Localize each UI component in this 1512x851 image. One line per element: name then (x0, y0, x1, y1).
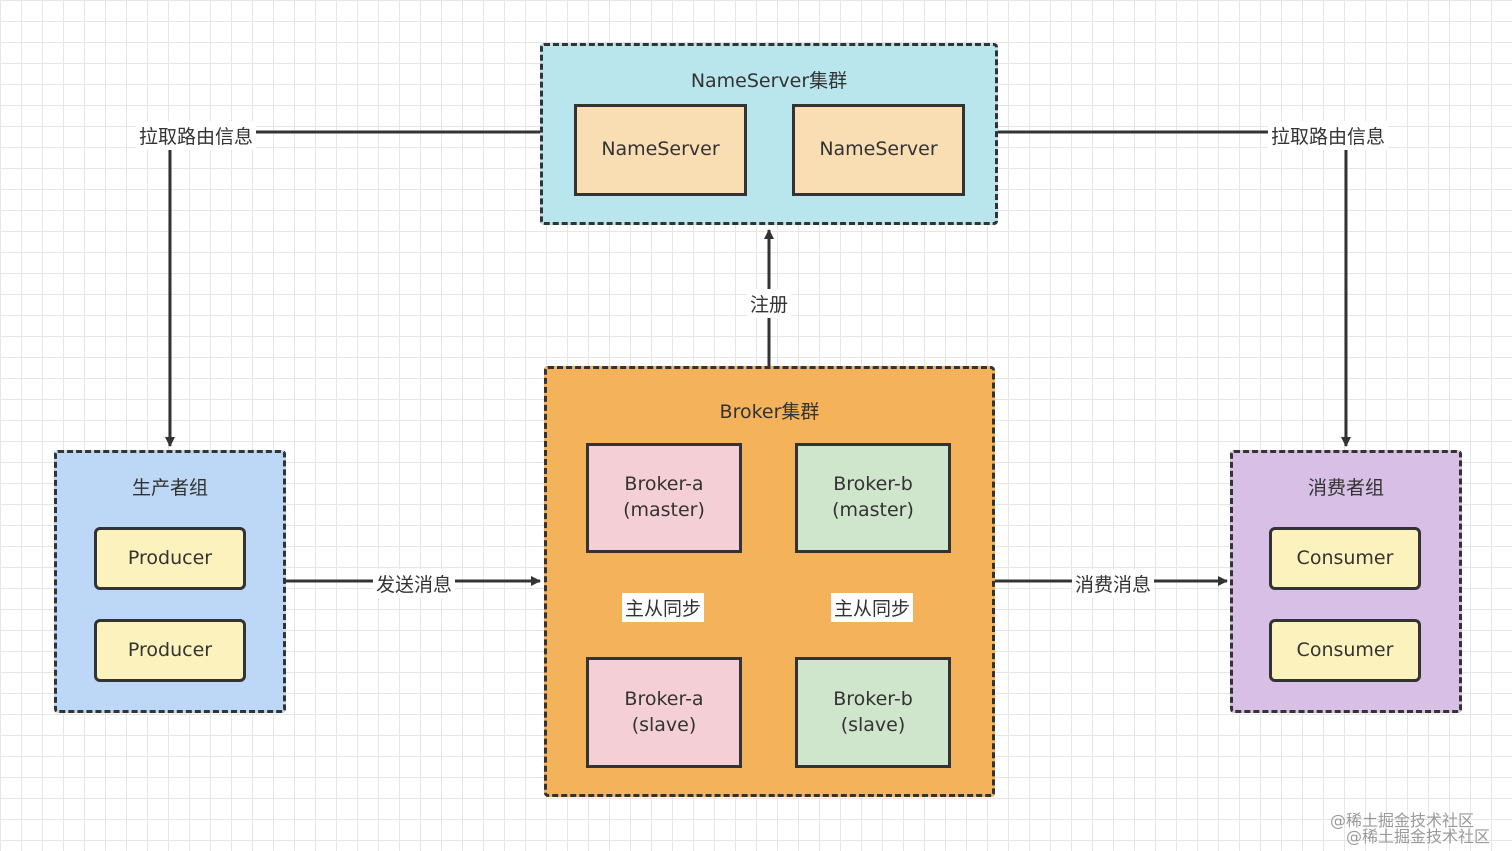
nameserver-node-2: NameServer (792, 104, 965, 196)
watermark: @稀土掘金技术社区 (1330, 811, 1475, 830)
consumer-node-2: Consumer (1269, 619, 1421, 682)
broker-b-master: Broker-b (master) (795, 443, 951, 553)
edge-label-send-message: 发送消息 (373, 569, 456, 598)
broker-a-slave: Broker-a (slave) (586, 657, 742, 768)
producer-node-1: Producer (94, 527, 246, 590)
broker-a-master-label: Broker-a (master) (623, 473, 705, 521)
nameserver-node-2-label: NameServer (819, 138, 938, 161)
broker-b-slave: Broker-b (slave) (795, 657, 951, 768)
consumer-node-1-label: Consumer (1296, 546, 1394, 569)
nameserver-node-1-label: NameServer (601, 138, 720, 161)
broker-a-master: Broker-a (master) (586, 443, 742, 553)
broker-b-slave-label: Broker-b (slave) (833, 687, 913, 736)
edge-pull-route-left (165, 130, 540, 447)
producer-node-1-label: Producer (127, 546, 213, 569)
edge-label-pull-route-right: 拉取路由信息 (1268, 121, 1389, 150)
edge-pull-route-right (998, 130, 1351, 447)
edge-label-sync-b: 主从同步 (831, 593, 914, 622)
producer-node-2: Producer (94, 619, 246, 682)
edge-label-consume-message: 消费消息 (1072, 569, 1155, 598)
broker-b-master-label: Broker-b (master) (832, 473, 914, 521)
consumer-node-1: Consumer (1269, 527, 1421, 590)
watermark-shadow: @稀土掘金技术社区 (1346, 827, 1491, 846)
edge-label-sync-a: 主从同步 (622, 593, 705, 622)
edge-label-pull-route-left: 拉取路由信息 (136, 121, 257, 150)
consumer-group-title: 消费者组 (1307, 477, 1384, 499)
consumer-node-2-label: Consumer (1296, 638, 1394, 661)
producer-group-title: 生产者组 (131, 477, 208, 499)
producer-node-2-label: Producer (127, 638, 213, 661)
broker-a-slave-label: Broker-a (slave) (624, 687, 704, 736)
nameserver-cluster-title: NameServer集群 (690, 70, 848, 92)
broker-cluster-title: Broker集群 (719, 401, 820, 423)
edge-label-register: 注册 (747, 289, 792, 318)
nameserver-node-1: NameServer (574, 104, 747, 196)
